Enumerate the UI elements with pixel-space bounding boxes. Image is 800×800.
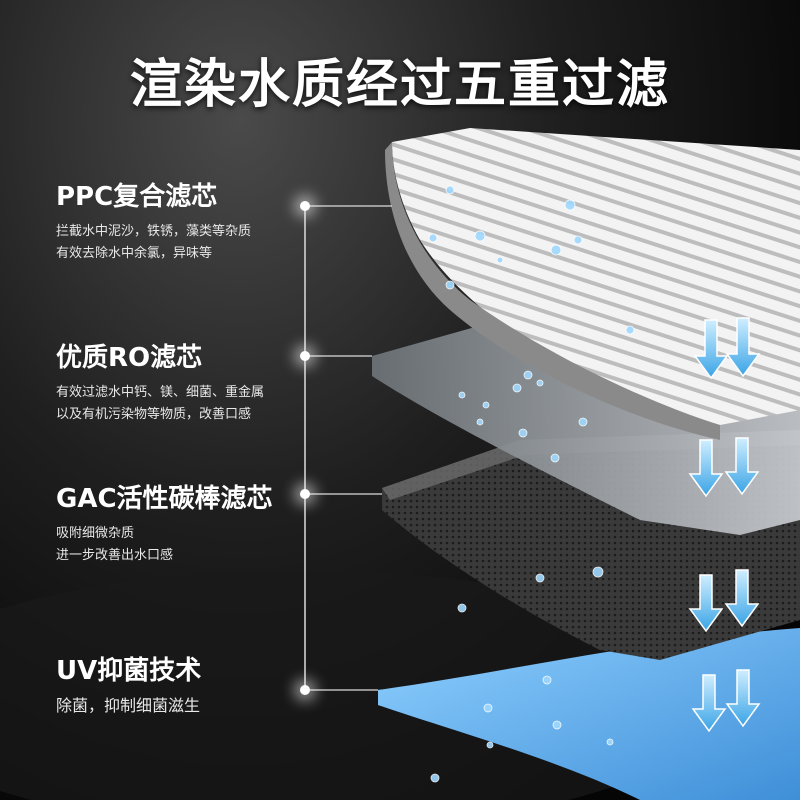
feature-name: PPC复合滤芯: [56, 182, 218, 212]
feature-name: GAC活性碳棒滤芯: [56, 484, 273, 514]
connector-node-ro: [300, 351, 310, 361]
connector-node-ppc: [300, 201, 310, 211]
feature-uv: UV抑菌技术 除菌，抑制细菌滋生: [56, 650, 306, 717]
uv-layer: [378, 628, 800, 800]
feature-desc: 有效过滤水中钙、镁、细菌、重金属 以及有机污染物等物质，改善口感: [56, 385, 265, 422]
feature-ro: 优质RO滤芯 有效过滤水中钙、镁、细菌、重金属 以及有机污染物等物质，改善口感: [56, 337, 306, 426]
connector-node-gac: [300, 489, 310, 499]
page-title: 渲染水质经过五重过滤: [129, 55, 670, 115]
connector-node-uv: [300, 685, 310, 695]
ppc-layer: [392, 128, 800, 425]
feature-desc: 拦截水中泥沙，铁锈，藻类等杂质 有效去除水中余氯，异味等: [56, 224, 252, 261]
down-arrow-icon: [688, 317, 761, 733]
feature-desc: 吸附细微杂质 进一步改善出水口感: [56, 526, 174, 563]
water-droplet-icon: [428, 185, 635, 783]
feature-desc: 除菌，抑制细菌滋生: [56, 696, 201, 715]
feature-ppc: PPC复合滤芯 拦截水中泥沙，铁锈，藻类等杂质 有效去除水中余氯，异味等: [56, 176, 306, 265]
feature-name: 优质RO滤芯: [56, 343, 203, 373]
feature-gac: GAC活性碳棒滤芯 吸附细微杂质 进一步改善出水口感: [56, 478, 306, 567]
feature-name: UV抑菌技术: [56, 656, 202, 686]
